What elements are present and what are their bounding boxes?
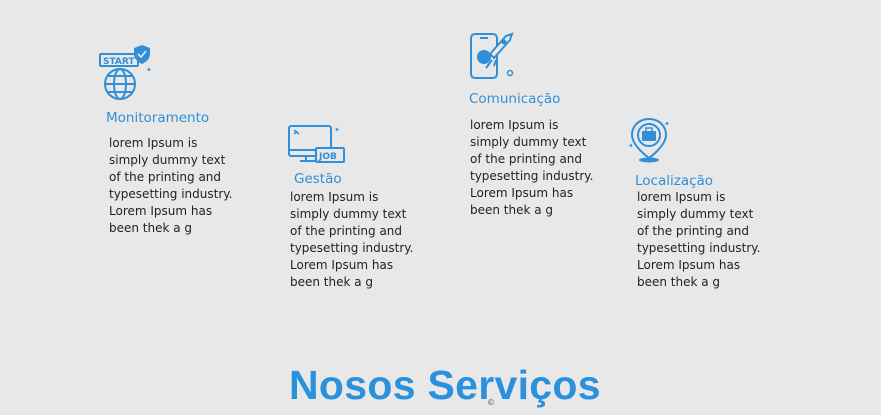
service-description: lorem Ipsum is simply dummy text of the …: [637, 190, 761, 289]
svg-text:✦: ✦: [664, 120, 670, 128]
section-title: Nosos Serviços: [289, 362, 601, 408]
svg-text:START: START: [103, 57, 135, 67]
service-description: lorem Ipsum is simply dummy text of the …: [109, 136, 233, 235]
start-globe-shield-icon: START ✦: [99, 45, 152, 100]
service-description: lorem Ipsum is simply dummy text of the …: [470, 118, 594, 217]
service-title: Comunicação: [469, 91, 561, 107]
svg-text:JOB: JOB: [318, 152, 337, 162]
copyright-marker: ©: [487, 398, 495, 407]
service-title: Gestão: [294, 171, 342, 187]
svg-text:✦: ✦: [628, 142, 634, 150]
service-description: lorem Ipsum is simply dummy text of the …: [290, 190, 414, 289]
service-title: Monitoramento: [106, 110, 210, 126]
location-pin-briefcase-icon: ✦ ✦: [628, 117, 670, 163]
service-title: Localização: [635, 173, 714, 189]
svg-text:✦: ✦: [146, 66, 152, 74]
svg-text:✦: ✦: [334, 126, 340, 134]
phone-rocket-icon: [470, 32, 514, 79]
computer-job-icon: JOB ✦: [288, 125, 345, 163]
